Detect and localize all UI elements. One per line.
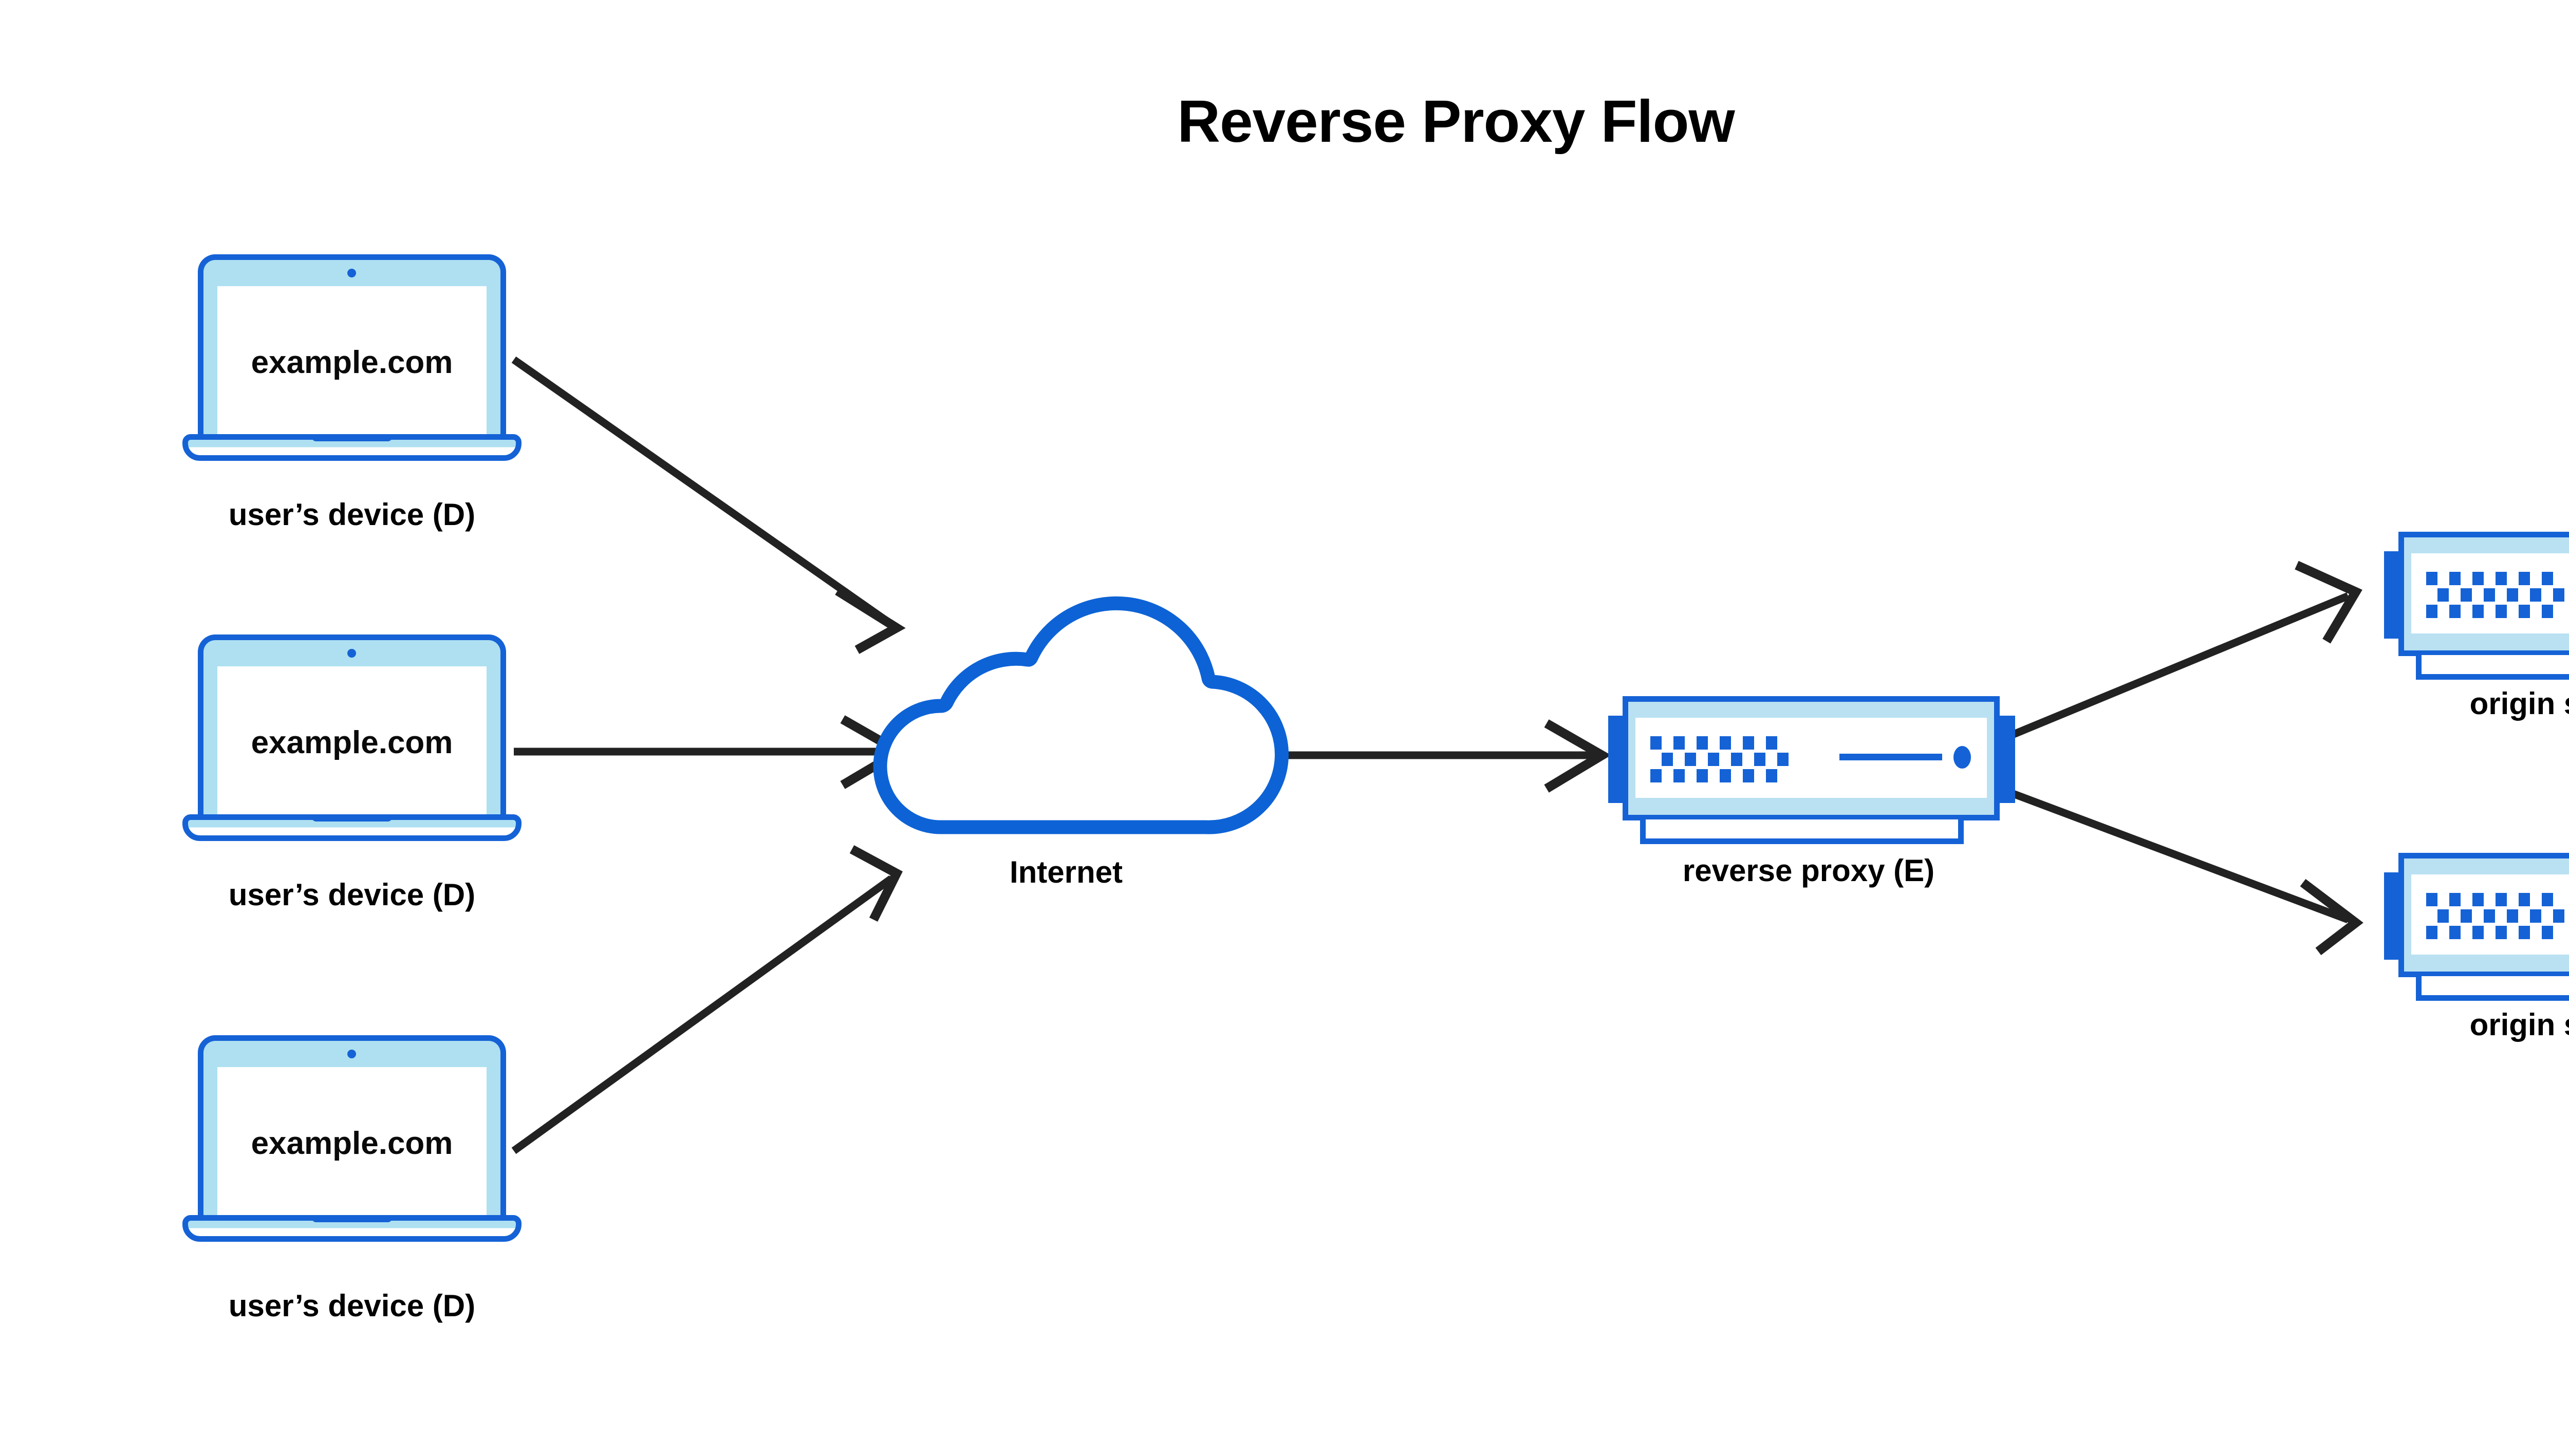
server-port <box>1743 769 1754 782</box>
server-port <box>1777 753 1789 766</box>
server-port <box>2426 926 2437 939</box>
server-port <box>2472 893 2484 906</box>
origin-server-2-caption: origin server (F) <box>2469 1007 2569 1042</box>
server-base-shelf <box>2416 976 2569 1001</box>
server-port <box>2519 605 2530 618</box>
laptop-url-text: example.com <box>251 725 453 760</box>
laptop-screen <box>217 666 487 817</box>
server-port <box>2542 893 2553 906</box>
server-port <box>1673 769 1685 782</box>
server-port <box>2507 588 2518 602</box>
server-port <box>1731 753 1742 766</box>
reverse-proxy-caption: reverse proxy (E) <box>1682 853 1935 888</box>
origin-server-1-caption: origin server (F) <box>2469 686 2569 721</box>
server-port <box>2461 588 2472 602</box>
laptop-screen <box>217 286 487 437</box>
client-device-3[interactable]: example.com <box>182 1035 522 1242</box>
page-title: Reverse Proxy Flow <box>1177 88 1735 155</box>
client-device-1[interactable]: example.com <box>182 254 522 461</box>
server-port <box>2426 605 2437 618</box>
arrow-device1-to-internet <box>511 356 906 654</box>
server-base-shelf <box>1640 819 1964 844</box>
server-port <box>2461 909 2472 923</box>
server-port <box>1650 769 1662 782</box>
server-port <box>1685 753 1696 766</box>
server-port <box>1754 753 1765 766</box>
server-port <box>2426 572 2437 585</box>
server-port <box>2496 572 2507 585</box>
server-port <box>2484 909 2495 923</box>
reverse-proxy-node[interactable] <box>1608 696 2015 844</box>
client-device-1-caption: user’s device (D) <box>228 497 476 532</box>
arrow-proxy-to-origin2 <box>2005 787 2363 956</box>
server-port <box>2507 909 2518 923</box>
server-port <box>2426 893 2437 906</box>
server-port <box>1743 736 1754 750</box>
server-port <box>2496 926 2507 939</box>
server-port <box>2472 572 2484 585</box>
origin-server-1-node[interactable] <box>2384 532 2569 680</box>
laptop-camera-icon <box>347 269 356 277</box>
server-port <box>1708 753 1719 766</box>
laptop-trackpad-notch <box>312 1215 392 1222</box>
server-port <box>2542 926 2553 939</box>
server-port <box>2449 893 2461 906</box>
server-port <box>1673 736 1685 750</box>
internet-caption: Internet <box>1009 855 1123 889</box>
cloud-icon <box>873 596 1289 834</box>
server-port <box>2449 572 2461 585</box>
server-port <box>2530 588 2541 602</box>
server-port <box>2449 926 2461 939</box>
laptop-trackpad-notch <box>312 814 392 822</box>
server-port <box>2542 572 2553 585</box>
server-port <box>2472 605 2484 618</box>
server-port <box>2519 926 2530 939</box>
server-port <box>1766 736 1777 750</box>
server-port <box>2496 893 2507 906</box>
laptop-url-text: example.com <box>251 345 453 380</box>
laptop-url-text: example.com <box>251 1126 453 1161</box>
server-port <box>1720 736 1731 750</box>
server-port <box>2519 572 2530 585</box>
server-port <box>1650 736 1662 750</box>
arrow-device3-to-internet <box>511 845 903 1154</box>
server-status-bar <box>1839 754 1942 760</box>
server-port <box>1720 769 1731 782</box>
origin-server-2-node[interactable] <box>2384 853 2569 1001</box>
laptop-camera-icon <box>347 1050 356 1058</box>
server-port <box>2542 605 2553 618</box>
laptop-trackpad-notch <box>312 434 392 441</box>
server-port <box>1662 753 1673 766</box>
server-port <box>2437 588 2449 602</box>
server-port <box>2553 909 2564 923</box>
server-port <box>2449 605 2461 618</box>
arrow-proxy-to-origin1 <box>2005 561 2362 741</box>
server-port <box>2496 605 2507 618</box>
laptop-screen <box>217 1067 487 1218</box>
server-port <box>2472 926 2484 939</box>
server-port <box>1766 769 1777 782</box>
client-device-3-caption: user’s device (D) <box>228 1289 476 1323</box>
server-port <box>1697 769 1708 782</box>
arrow-internet-to-proxy <box>1254 719 1611 793</box>
laptop-camera-icon <box>347 649 356 658</box>
server-port <box>2437 909 2449 923</box>
server-port <box>2519 893 2530 906</box>
client-device-2[interactable]: example.com <box>182 634 522 841</box>
server-port <box>1697 736 1708 750</box>
client-device-2-caption: user’s device (D) <box>228 878 476 912</box>
server-led-icon <box>1953 746 1971 769</box>
server-port <box>2530 909 2541 923</box>
server-port <box>2553 588 2564 602</box>
server-base-shelf <box>2416 655 2569 680</box>
server-port <box>2484 588 2495 602</box>
